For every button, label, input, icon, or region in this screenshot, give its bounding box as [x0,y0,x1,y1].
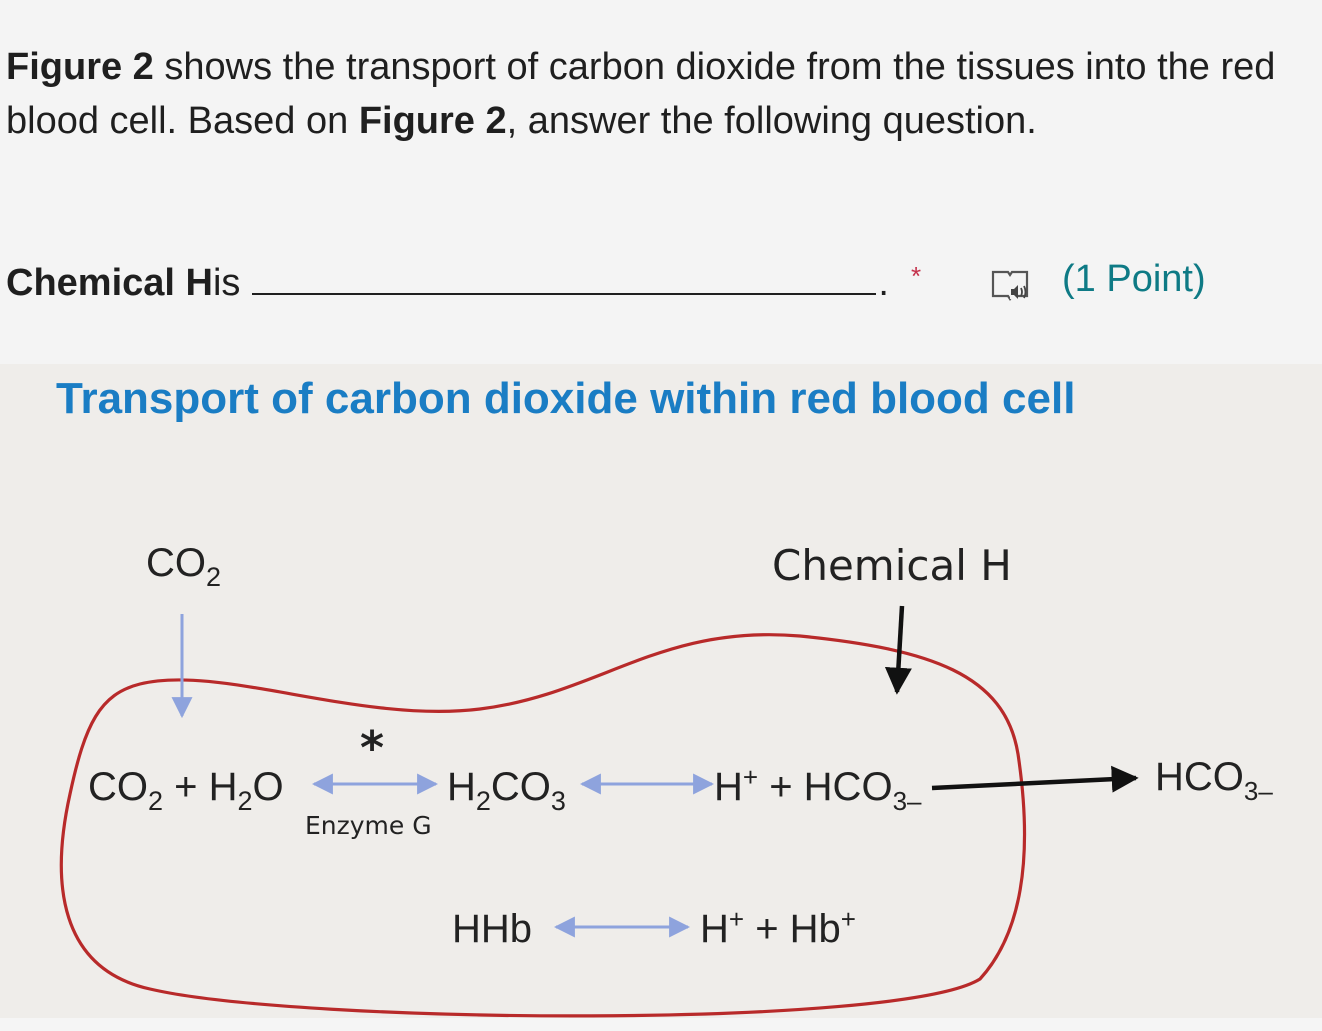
red-blood-cell-outline [59,633,1027,1018]
bicarbonate-exit-arrow [931,765,1139,793]
hydrogen-bicarbonate-label: H+ + HCO3– [714,762,922,816]
figure-2: Transport of carbon dioxide within red b… [0,364,1322,1018]
chemical-h-label: Chemical H [772,541,1012,590]
answer-label-rest: is [212,262,241,304]
question-text: Figure 2 shows the transport of carbon d… [6,40,1306,148]
figure-ref-2: Figure 2 [358,100,507,142]
enzyme-star-marker: * [360,721,384,775]
chemical-h-arrow [884,605,912,695]
required-marker: * [910,261,922,291]
immersive-reader-icon[interactable] [990,266,1030,304]
carbonic-acid-label: H2CO3 [447,765,566,816]
answer-period: . [878,262,889,304]
co2-outside-label: CO2 [146,541,221,592]
bicarbonate-outside-label: HCO3– [1155,755,1273,806]
question-text-part: , answer the following question. [506,100,1037,142]
hydrogen-hemoglobin-label: H+ + Hb+ [700,904,856,951]
bottom-strip [0,1018,1322,1031]
points-label: (1 Point) [1062,258,1206,300]
answer-label-bold: Chemical H [6,262,213,304]
answer-line: Chemical H is . * [6,255,921,309]
figure-ref-1: Figure 2 [6,46,154,88]
hhb-label: HHb [452,907,532,951]
enzyme-g-label: Enzyme G [305,811,432,840]
figure-title: Transport of carbon dioxide within red b… [56,374,1076,423]
reactant-co2-h2o: CO2 + H2O [88,765,284,816]
diagram: CO2 Chemical H * Enzyme G CO2 + H2O H2CO… [59,541,1273,1018]
question-text-part: shows the transport of carbon dioxide fr… [6,46,1276,142]
answer-blank-input[interactable] [252,255,877,295]
